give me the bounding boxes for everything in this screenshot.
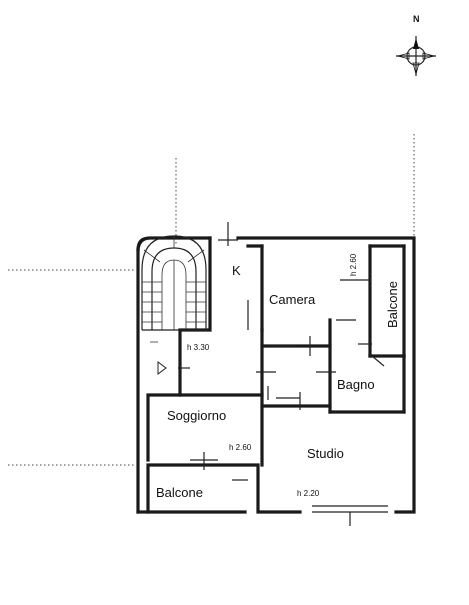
- height-camera: h 2.60: [349, 253, 358, 276]
- property-boundary: [8, 134, 415, 466]
- room-label-balcone-right: Balcone: [385, 281, 400, 328]
- room-label-bagno: Bagno: [337, 377, 375, 392]
- north-label: N: [413, 14, 420, 24]
- inner-walls: [178, 244, 406, 467]
- room-label-studio: Studio: [307, 446, 344, 461]
- height-soggiorno-top: h 3.30: [187, 343, 210, 352]
- openings: [178, 222, 388, 526]
- outer-walls: [136, 236, 416, 514]
- room-label-k: K: [232, 263, 241, 278]
- room-label-soggiorno: Soggiorno: [167, 408, 226, 423]
- room-labels: K Camera Balcone Bagno Soggiorno Studio …: [156, 263, 400, 500]
- height-studio: h 2.20: [297, 489, 320, 498]
- room-label-balcone-bottom: Balcone: [156, 485, 203, 500]
- compass-icon: N: [396, 14, 436, 76]
- room-label-camera: Camera: [269, 292, 316, 307]
- height-soggiorno-bottom: h 2.60: [229, 443, 252, 452]
- staircase: [141, 235, 207, 375]
- ceiling-heights: h 3.30 h 2.60 h 2.60 h 2.20: [187, 253, 358, 498]
